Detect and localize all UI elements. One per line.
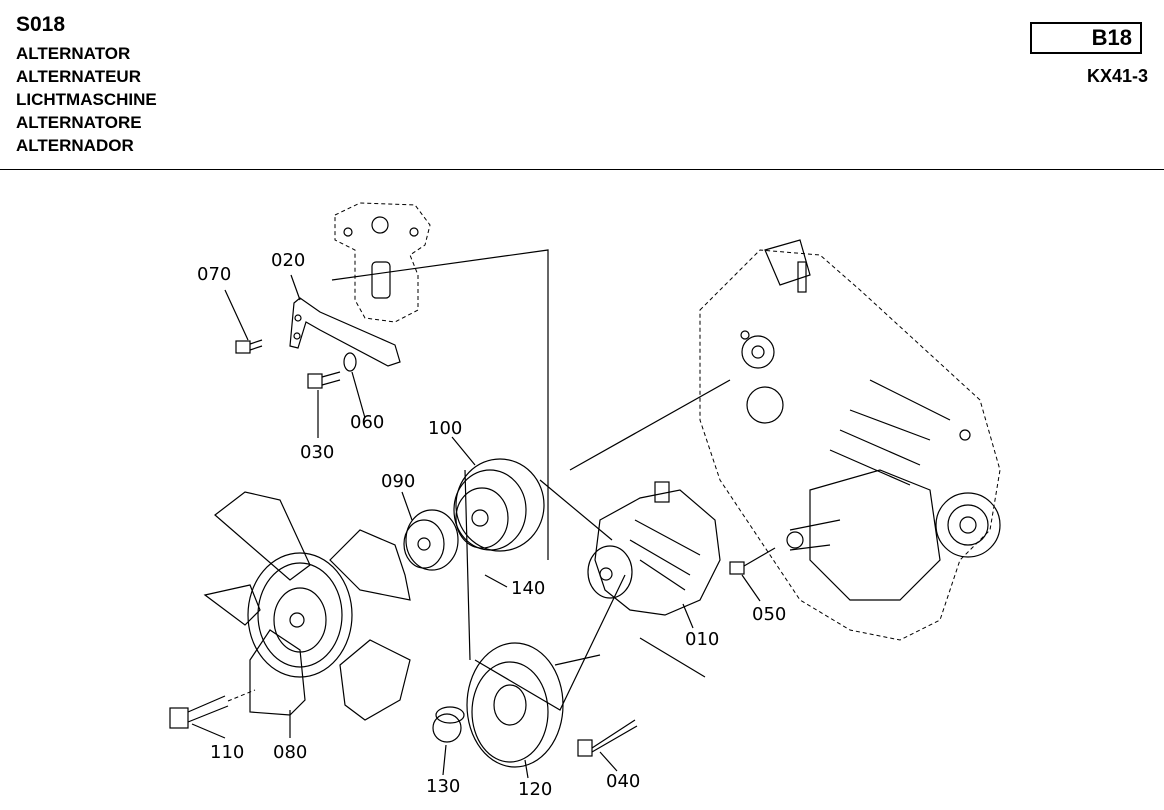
group-badge: B18: [1030, 22, 1142, 54]
callout-140: 140: [511, 578, 545, 599]
title-list: ALTERNATOR ALTERNATEUR LICHTMASCHINE ALT…: [16, 42, 157, 157]
section-code: S018: [16, 13, 66, 36]
leader-lines: [331, 249, 731, 678]
callout-010: 010: [685, 629, 719, 650]
callout-090: 090: [381, 471, 415, 492]
bolt-110: [169, 689, 256, 729]
page-header: S018 ALTERNATOR ALTERNATEUR LICHTMASCHIN…: [16, 12, 157, 157]
alternator: [587, 481, 721, 616]
bolt-050: [729, 547, 776, 575]
crankshaft-pulley: [466, 642, 601, 768]
callout-060: 060: [350, 412, 384, 433]
title-it: ALTERNATORE: [16, 113, 142, 132]
cooling-fan: [203, 491, 411, 721]
alternator-bracket: [289, 297, 401, 367]
washer-060: [343, 352, 357, 372]
callout-020: 020: [271, 250, 305, 271]
callout-leaders: [191, 274, 761, 779]
callout-030: 030: [300, 442, 334, 463]
callout-120: 120: [518, 779, 552, 800]
title-en: ALTERNATOR: [16, 44, 131, 63]
water-pump-pulley: [453, 458, 545, 552]
title-es: ALTERNADOR: [16, 136, 134, 155]
title-de: LICHTMASCHINE: [16, 90, 157, 109]
v-belt: [464, 469, 626, 711]
engine-block: [699, 239, 1001, 641]
callout-040: 040: [606, 771, 640, 792]
callout-070: 070: [197, 264, 231, 285]
fan-spacer: [403, 509, 459, 571]
bolt-070: [235, 339, 263, 354]
header-divider: [0, 169, 1164, 170]
title-fr: ALTERNATEUR: [16, 67, 141, 86]
thermostat-housing: [334, 202, 431, 323]
bolt-030: [307, 371, 341, 389]
pulley-nut: [432, 706, 465, 743]
bolt-040: [577, 719, 638, 757]
callout-080: 080: [273, 742, 307, 763]
callout-130: 130: [426, 776, 460, 797]
callout-050: 050: [752, 604, 786, 625]
model-code: KX41-3: [1086, 66, 1148, 86]
callout-100: 100: [428, 418, 462, 439]
callout-110: 110: [210, 742, 244, 763]
exploded-parts-diagram: 070 020 030 060 100 090 140 010 050 110 …: [169, 202, 1001, 800]
